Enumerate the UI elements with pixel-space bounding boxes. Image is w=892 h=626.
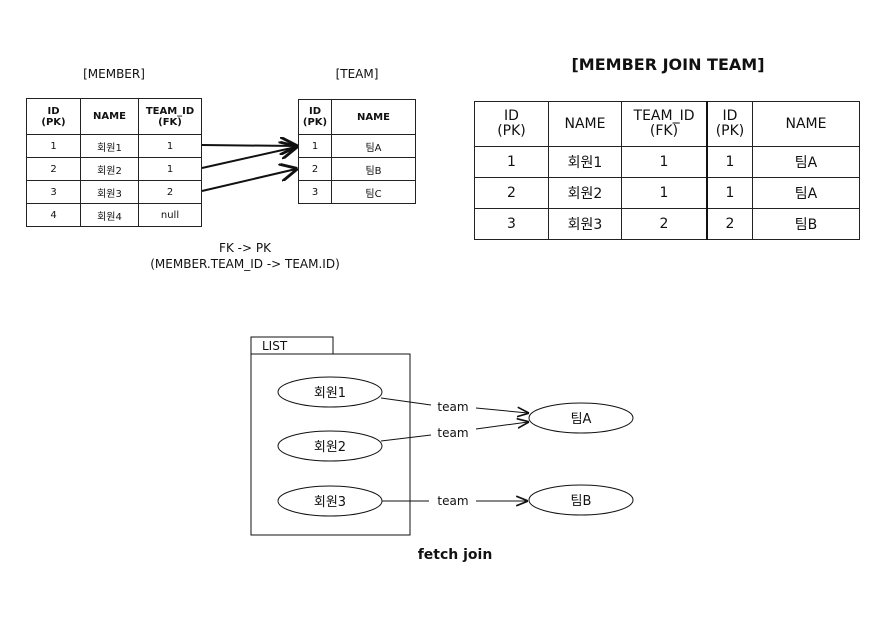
edge-2-label: team — [437, 426, 468, 440]
team-table: ID (PK) NAME 1 팀A 2 팀B 3 팀C — [298, 99, 416, 204]
cell: 팀A — [752, 146, 860, 178]
fetch-join-caption: fetch join — [418, 547, 493, 563]
member-node-1 — [277, 376, 383, 408]
cell: 팀B — [331, 157, 416, 181]
cell: 2 — [706, 208, 753, 240]
edge-1-label: team — [437, 400, 468, 414]
edge-2-arrow — [475, 422, 528, 430]
member-table-caption: [MEMBER] — [83, 67, 145, 81]
fk-arrow-row3 — [201, 169, 296, 192]
member-table: ID (PK) NAME TEAM_ID (FK) 1 회원1 1 2 회원2 … — [26, 98, 202, 227]
cell: null — [138, 203, 202, 227]
join-header-team-name: NAME — [752, 101, 860, 147]
cell: 회원3 — [548, 208, 622, 240]
edge-2-segment — [380, 434, 432, 442]
team-node-b-label: 팀B — [571, 494, 592, 509]
cell: 회원1 — [548, 146, 622, 178]
cell: 회원4 — [80, 203, 139, 227]
team-header-name: NAME — [331, 99, 416, 135]
cell: 2 — [138, 180, 202, 204]
table-row: 3 회원3 2 2 팀B — [474, 208, 860, 240]
cell: 팀A — [331, 134, 416, 158]
cell: 팀C — [331, 180, 416, 204]
edge-1-arrow — [475, 408, 528, 413]
member-node-3-label: 회원3 — [314, 495, 346, 510]
member-header-id: ID (PK) — [26, 98, 81, 135]
cell: 2 — [474, 177, 549, 209]
table-row: 3 회원3 2 — [26, 180, 202, 204]
cell: 2 — [26, 157, 81, 181]
cell: 팀A — [752, 177, 860, 209]
join-header-team-id: TEAM_ID (FK) — [621, 101, 708, 147]
table-row: 4 회원4 null — [26, 203, 202, 227]
edge-3-label: team — [437, 494, 468, 508]
cell: 1 — [706, 177, 753, 209]
table-row: 1 팀A — [298, 134, 416, 158]
member-node-1-label: 회원1 — [314, 386, 346, 401]
cell: 팀B — [752, 208, 860, 240]
cell: 1 — [138, 157, 202, 181]
table-row: 2 팀B — [298, 157, 416, 181]
table-row: 2 회원2 1 — [26, 157, 202, 181]
cell: 회원2 — [80, 157, 139, 181]
join-table: ID (PK) NAME TEAM_ID (FK) ID (PK) NAME 1… — [474, 101, 860, 240]
team-node-a-label: 팀A — [571, 412, 592, 427]
join-header-member-name: NAME — [548, 101, 622, 147]
join-table-title: [MEMBER JOIN TEAM] — [571, 55, 765, 74]
member-header-team-id: TEAM_ID (FK) — [138, 98, 202, 135]
list-label: LIST — [262, 339, 288, 353]
cell: 1 — [26, 134, 81, 158]
cell: 1 — [621, 177, 708, 209]
member-node-2-label: 회원2 — [314, 440, 346, 455]
fk-note-line1: FK -> PK — [219, 241, 271, 255]
table-row: 3 팀C — [298, 180, 416, 204]
cell: 4 — [26, 203, 81, 227]
join-header-member-id: ID (PK) — [474, 101, 549, 147]
fk-arrow-row2 — [201, 147, 296, 169]
edge-1-segment — [380, 397, 432, 406]
fk-note-line2: (MEMBER.TEAM_ID -> TEAM.ID) — [150, 257, 340, 271]
member-header-name: NAME — [80, 98, 139, 135]
cell: 1 — [706, 146, 753, 178]
fk-arrow-row1 — [201, 145, 296, 146]
table-row: 2 회원2 1 1 팀A — [474, 177, 860, 209]
team-table-caption: [TEAM] — [335, 67, 379, 81]
member-node-2 — [277, 430, 383, 462]
team-node-b — [528, 484, 634, 516]
cell: 3 — [474, 208, 549, 240]
table-row: 1 회원1 1 1 팀A — [474, 146, 860, 178]
